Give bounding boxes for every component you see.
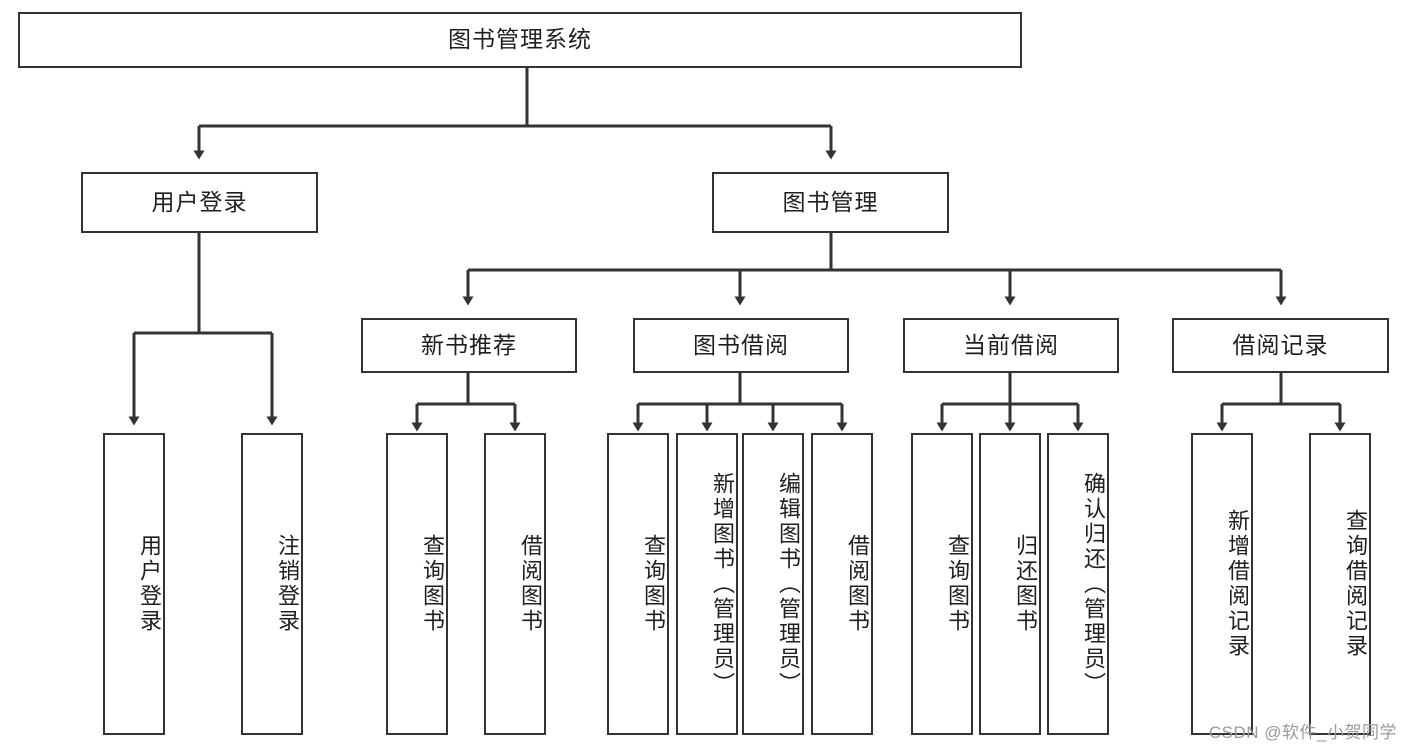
node-book-borrow-label: 图书借阅 (693, 331, 789, 358)
node-user-login-label: 用户登录 (151, 188, 248, 215)
node-book-manage[interactable]: 图书管理 (712, 172, 949, 233)
watermark-text: CSDN @软件_小贺同学 (1208, 723, 1397, 742)
node-leaf-add-book[interactable]: 新增图书（管理员） (676, 433, 738, 735)
node-user-login[interactable]: 用户登录 (81, 172, 318, 233)
node-leaf-add-record[interactable]: 新增借阅记录 (1191, 433, 1253, 735)
node-leaf-borrow-book-1[interactable]: 借阅图书 (484, 433, 546, 735)
node-new-book-recommend-label: 新书推荐 (421, 331, 517, 358)
node-leaf-query-book-1-label: 查询图书 (420, 534, 445, 634)
node-leaf-borrow-book-2[interactable]: 借阅图书 (811, 433, 873, 735)
node-current-borrow[interactable]: 当前借阅 (903, 318, 1119, 373)
node-leaf-logout-label: 注销登录 (275, 534, 300, 634)
node-leaf-query-record[interactable]: 查询借阅记录 (1309, 433, 1371, 735)
node-book-manage-label: 图书管理 (782, 188, 879, 215)
node-leaf-query-book-1[interactable]: 查询图书 (386, 433, 448, 735)
node-leaf-confirm-return[interactable]: 确认归还（管理员） (1047, 433, 1109, 735)
node-leaf-add-record-label: 新增借阅记录 (1225, 509, 1250, 659)
node-leaf-confirm-return-label: 确认归还（管理员） (1081, 471, 1106, 697)
node-leaf-logout[interactable]: 注销登录 (241, 433, 303, 735)
node-root-label: 图书管理系统 (448, 26, 592, 53)
node-book-borrow[interactable]: 图书借阅 (633, 318, 849, 373)
node-leaf-query-book-2-label: 查询图书 (641, 534, 666, 634)
node-current-borrow-label: 当前借阅 (963, 331, 1059, 358)
node-leaf-edit-book-label: 编辑图书（管理员） (776, 471, 801, 697)
node-new-book-recommend[interactable]: 新书推荐 (361, 318, 577, 373)
node-leaf-query-book-3[interactable]: 查询图书 (911, 433, 973, 735)
node-borrow-record[interactable]: 借阅记录 (1172, 318, 1389, 373)
node-leaf-user-login-label: 用户登录 (137, 534, 162, 634)
node-leaf-query-book-2[interactable]: 查询图书 (607, 433, 669, 735)
node-leaf-query-book-3-label: 查询图书 (945, 534, 970, 634)
node-leaf-borrow-book-2-label: 借阅图书 (845, 534, 870, 634)
node-leaf-edit-book[interactable]: 编辑图书（管理员） (742, 433, 804, 735)
node-leaf-return-book[interactable]: 归还图书 (979, 433, 1041, 735)
node-leaf-add-book-label: 新增图书（管理员） (710, 471, 735, 697)
node-borrow-record-label: 借阅记录 (1232, 331, 1329, 358)
node-leaf-borrow-book-1-label: 借阅图书 (518, 534, 543, 634)
node-leaf-query-record-label: 查询借阅记录 (1343, 509, 1368, 659)
node-leaf-return-book-label: 归还图书 (1013, 534, 1038, 634)
node-leaf-user-login[interactable]: 用户登录 (103, 433, 165, 735)
node-root[interactable]: 图书管理系统 (18, 12, 1022, 68)
